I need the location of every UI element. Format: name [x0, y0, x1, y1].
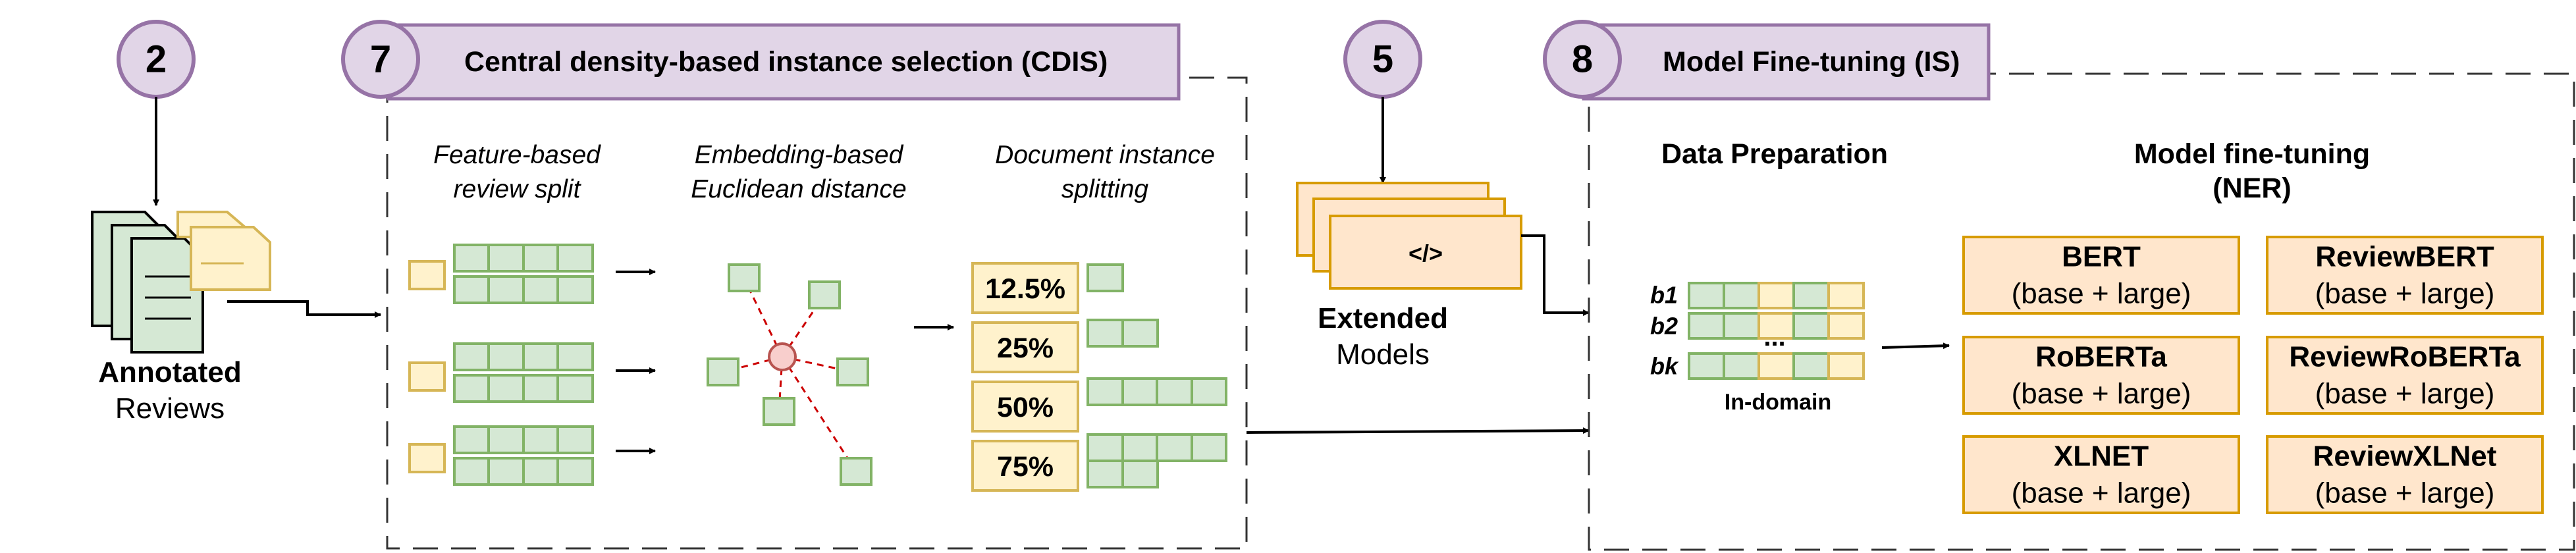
col-header-embedding-line1: Embedding-based — [695, 141, 904, 169]
col-header-feature-line2: review split — [454, 175, 582, 203]
step-number-cdis: 7 — [370, 38, 391, 81]
col-header-feature-line1: Feature-based — [433, 141, 601, 169]
model-box-roberta: RoBERTa (base + large) — [1962, 336, 2240, 415]
arrow-reviews-to-cdis — [227, 300, 381, 318]
embedding-distance-graph — [707, 263, 872, 486]
cdis-section: 7 Central density-based instance selecti… — [341, 20, 1590, 550]
svg-text:75%: 75% — [997, 451, 1054, 483]
model-ft-header-line2: (NER) — [2213, 172, 2291, 204]
models-label-line2: Models — [1336, 338, 1430, 371]
finetune-title: Model Fine-tuning (IS) — [1663, 46, 1960, 78]
svg-text:XLNET: XLNET — [2054, 440, 2149, 473]
batch-ellipsis: ... — [1763, 323, 1785, 352]
step-number-models: 5 — [1372, 38, 1393, 81]
annotated-reviews-block: 2 Annotated Reviews — [91, 20, 381, 425]
centroid-node — [768, 342, 797, 371]
model-ft-header-line1: Model fine-tuning — [2134, 138, 2370, 170]
svg-text:12.5%: 12.5% — [985, 273, 1065, 305]
reviews-label-line1: Annotated — [98, 356, 242, 388]
step-circle-finetune — [1543, 20, 1622, 99]
documents-icon — [91, 211, 271, 354]
svg-text:50%: 50% — [997, 392, 1054, 423]
batch-row-b2 — [1688, 312, 1865, 340]
step-number-finetune: 8 — [1572, 38, 1593, 81]
reviews-label-line2: Reviews — [115, 392, 225, 425]
finetune-section: 8 Model Fine-tuning (IS) Data Preparatio… — [1543, 20, 2575, 551]
review-split-group-1 — [408, 244, 594, 304]
svg-text:(base + large): (base + large) — [2012, 477, 2191, 510]
svg-text:(base + large): (base + large) — [2315, 378, 2495, 410]
pct-box-25: 25% — [971, 319, 1159, 373]
col-header-document-line1: Document instance — [995, 141, 1215, 169]
svg-text:ReviewRoBERTa: ReviewRoBERTa — [2289, 341, 2521, 373]
svg-text:RoBERTa: RoBERTa — [2035, 341, 2167, 373]
svg-text:BERT: BERT — [2062, 241, 2141, 273]
pct-box-12: 12.5% — [971, 262, 1124, 314]
batch-row-b1 — [1688, 282, 1865, 309]
in-domain-label: In-domain — [1725, 390, 1831, 415]
arrow-cdis-to-finetune — [1246, 427, 1590, 434]
model-box-reviewbert: ReviewBERT (base + large) — [2266, 236, 2544, 315]
model-box-bert: BERT (base + large) — [1962, 236, 2240, 315]
arrow-models-to-finetune — [1521, 234, 1590, 316]
col-header-embedding-line2: Euclidean distance — [691, 175, 906, 203]
step-number-reviews: 2 — [146, 38, 167, 81]
finetune-frame — [1588, 72, 2575, 551]
svg-text:ReviewBERT: ReviewBERT — [2315, 241, 2494, 273]
batch-label-bk: bk — [1650, 353, 1679, 380]
extended-models-block: 5 </> Extended Models — [1296, 20, 1590, 371]
batch-label-b1: b1 — [1650, 282, 1678, 309]
col-header-document-line2: splitting — [1061, 175, 1149, 203]
svg-text:(base + large): (base + large) — [2315, 278, 2495, 310]
models-label-line1: Extended — [1318, 302, 1448, 334]
model-box-xlnet: XLNET (base + large) — [1962, 435, 2240, 514]
data-prep-header: Data Preparation — [1661, 138, 1888, 170]
svg-text:25%: 25% — [997, 332, 1054, 364]
svg-text:ReviewXLNet: ReviewXLNet — [2313, 440, 2497, 473]
code-stack-icon: </> — [1296, 182, 1522, 290]
review-split-group-3 — [408, 425, 594, 486]
model-box-reviewroberta: ReviewRoBERTa (base + large) — [2266, 336, 2544, 415]
cdis-title-bar — [387, 23, 1181, 101]
finetune-title-bar — [1582, 23, 1991, 101]
svg-text:(base + large): (base + large) — [2012, 278, 2191, 310]
review-split-group-2 — [408, 342, 594, 403]
code-icon-text: </> — [1409, 240, 1443, 267]
batch-label-b2: b2 — [1650, 313, 1678, 340]
cdis-title: Central density-based instance selection… — [464, 46, 1108, 78]
pct-box-75: 75% — [971, 433, 1227, 492]
arrow-data-to-models — [1881, 342, 1950, 350]
svg-text:(base + large): (base + large) — [2012, 378, 2191, 410]
step-circle-cdis — [341, 20, 420, 99]
pct-box-50: 50% — [971, 377, 1227, 433]
svg-text:(base + large): (base + large) — [2315, 477, 2495, 510]
model-box-reviewxlnet: ReviewXLNet (base + large) — [2266, 435, 2544, 514]
batch-row-bk — [1688, 352, 1865, 380]
